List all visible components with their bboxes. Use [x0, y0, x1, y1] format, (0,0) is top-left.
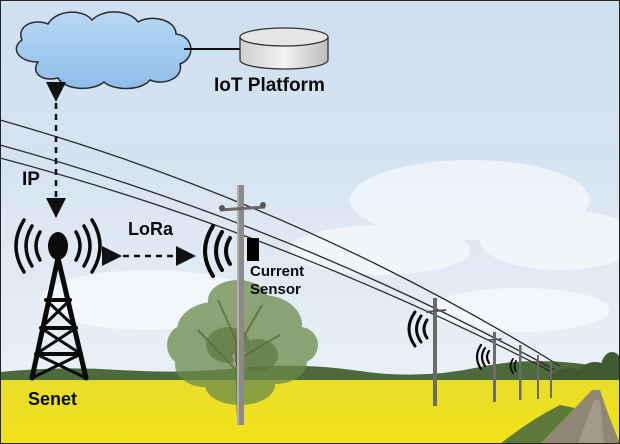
current-sensor-label: Current [250, 263, 305, 280]
database-cylinder-icon [239, 27, 329, 70]
current-sensor-icon [247, 238, 259, 261]
distant-treeline [0, 361, 620, 384]
power-lines [0, 119, 561, 373]
main-pole [219, 185, 266, 425]
road-verge [500, 405, 575, 444]
radio-tower-icon [29, 232, 89, 381]
senet-label: Senet [28, 389, 78, 409]
cloud-icon [15, 11, 192, 90]
wireless-signal-icon [203, 224, 232, 278]
wireless-signal-icon [475, 343, 491, 371]
road-track [578, 400, 604, 444]
iot-platform-label: IoT Platform [214, 75, 325, 96]
ip-label: IP [22, 169, 40, 190]
wireless-signal-icon [14, 218, 102, 274]
lora-label: LoRa [128, 219, 173, 239]
current-sensor-label: Sensor [250, 281, 301, 298]
distant-poles [425, 298, 552, 406]
wireless-signal-icon [509, 358, 517, 374]
wireless-signal-icon [407, 310, 429, 348]
